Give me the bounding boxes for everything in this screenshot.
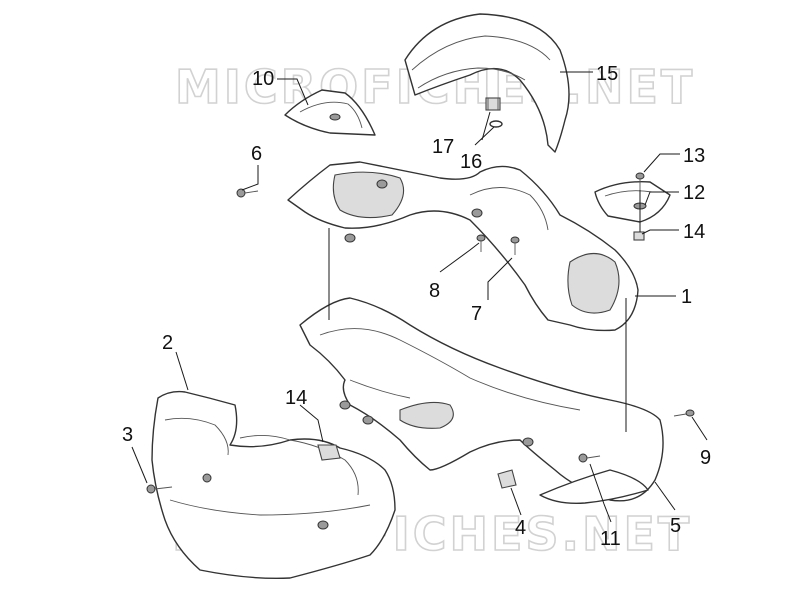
assembly-guide-lines bbox=[328, 190, 641, 432]
part-5-handlebar-front-cover bbox=[299, 297, 664, 505]
callout-16: 16 bbox=[460, 151, 482, 173]
part-9-screw bbox=[673, 409, 695, 417]
part-3-screw bbox=[146, 484, 173, 494]
callout-9: 9 bbox=[700, 447, 711, 469]
leader-lines bbox=[131, 71, 708, 523]
part-12-small-cover bbox=[594, 181, 671, 223]
callout-15: 15 bbox=[596, 63, 618, 85]
callout-4: 4 bbox=[515, 517, 526, 539]
part-14-clip-left bbox=[317, 444, 341, 461]
callout-numbers: 10 15 6 17 16 13 12 14 8 7 1 2 3 14 4 9 … bbox=[122, 63, 711, 550]
part-10-small-cover bbox=[284, 89, 376, 136]
part-4-clip bbox=[497, 469, 517, 489]
callout-8: 8 bbox=[429, 280, 440, 302]
callout-1: 1 bbox=[681, 286, 692, 308]
part-11-screw bbox=[578, 453, 601, 463]
callout-13: 13 bbox=[683, 145, 705, 167]
part-7-screw bbox=[510, 236, 520, 255]
callout-2: 2 bbox=[162, 332, 173, 354]
callout-6: 6 bbox=[251, 143, 262, 165]
callout-7: 7 bbox=[471, 303, 482, 325]
part-8-screw bbox=[476, 234, 486, 252]
part-6-screw bbox=[236, 188, 259, 198]
part-1-handlebar-rear-cover bbox=[287, 161, 639, 332]
callout-5: 5 bbox=[670, 515, 681, 537]
callout-14-right: 14 bbox=[683, 221, 705, 243]
part-2-front-lower-cover bbox=[151, 390, 396, 580]
part-16-washer bbox=[489, 120, 503, 128]
callout-17: 17 bbox=[432, 136, 454, 158]
callout-12: 12 bbox=[683, 182, 705, 204]
callout-10: 10 bbox=[252, 68, 274, 90]
callout-3: 3 bbox=[122, 424, 133, 446]
part-15-upper-cover bbox=[404, 13, 570, 153]
part-17-clip bbox=[485, 97, 501, 111]
part-14-nut-right bbox=[633, 231, 645, 241]
callout-14-left: 14 bbox=[285, 387, 307, 409]
callout-11: 11 bbox=[600, 528, 621, 550]
part-13-screw bbox=[635, 172, 645, 190]
